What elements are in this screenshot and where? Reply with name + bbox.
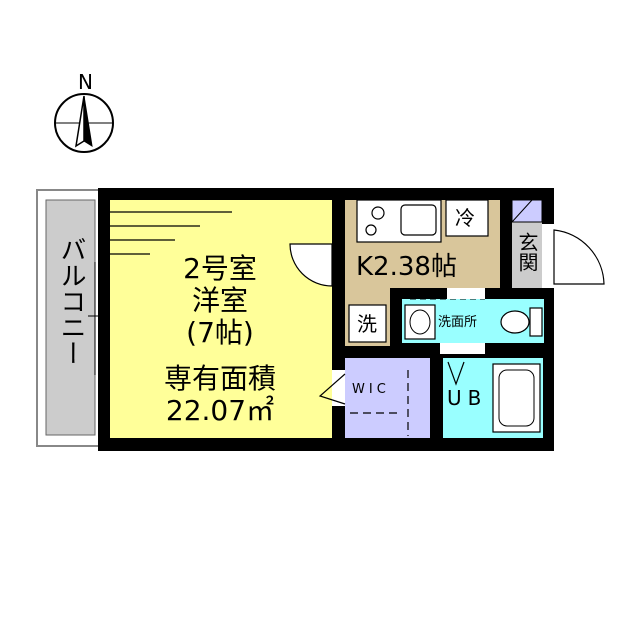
entrance-label: 玄関 — [515, 232, 539, 272]
north-label: N — [78, 70, 93, 94]
bathtub-icon — [492, 363, 541, 433]
room-size: (7帖) — [186, 316, 254, 349]
area-label: 専有面積 — [163, 362, 276, 395]
washroom-door-top — [447, 288, 485, 299]
stove-icon — [356, 199, 442, 243]
closet-label: WIC — [352, 382, 390, 397]
north-arrow-icon — [54, 93, 114, 153]
closet — [345, 358, 430, 438]
washbasin-icon — [404, 304, 436, 340]
balcony — [36, 189, 118, 447]
toilet-icon — [500, 307, 543, 337]
shoe-box — [511, 199, 543, 223]
washroom-door-bottom — [440, 343, 485, 354]
area-value: 22.07㎡ — [165, 394, 275, 427]
fridge-label: 冷 — [455, 206, 475, 230]
entrance-door-icon — [542, 224, 605, 288]
room-door-icon — [289, 243, 333, 287]
window-lines — [110, 211, 232, 255]
closet-door-icon — [318, 370, 346, 406]
fridge-box — [445, 199, 489, 237]
bath-label: UB — [447, 386, 488, 410]
kitchen-label: K2.38帖 — [356, 252, 457, 282]
laundry-label: 洗 — [357, 312, 377, 336]
laundry-box — [348, 304, 387, 343]
bath-door-mark — [447, 361, 465, 386]
room-number: 2号室 — [183, 252, 257, 285]
washroom-label: 洗面所 — [438, 315, 478, 330]
room-type: 洋室 — [191, 284, 248, 317]
balcony-label: バルコニー — [56, 236, 86, 366]
